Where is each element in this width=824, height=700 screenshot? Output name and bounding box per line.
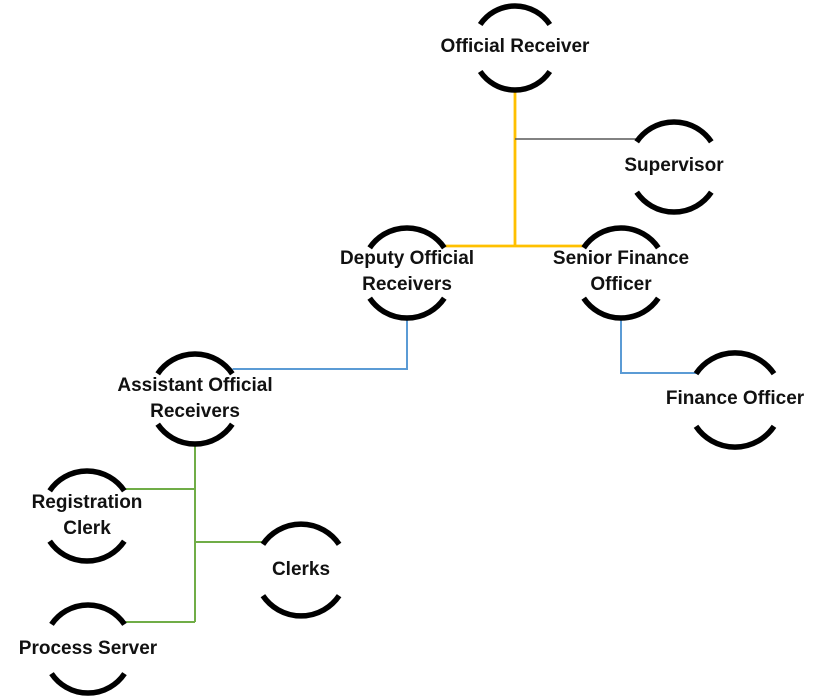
node-label: Official Receiver	[440, 36, 590, 57]
node-official-receiver: Official Receiver	[441, 34, 590, 60]
circle-top-arc	[47, 468, 127, 493]
node-label-line-2: Receivers	[150, 401, 240, 422]
circle-bottom-arc	[155, 422, 235, 447]
connector-senior-finance-finance-officer	[620, 318, 697, 374]
node-registration-clerk: Registration Clerk	[32, 490, 143, 542]
node-ring-clerks	[260, 521, 342, 619]
connector-deputy-assistant	[232, 318, 408, 370]
node-label: Finance Officer	[665, 388, 805, 409]
node-label-line-2: Officer	[590, 274, 652, 295]
node-ring-supervisor	[634, 119, 714, 215]
circle-bottom-arc	[634, 190, 714, 215]
circle-top-arc	[260, 521, 342, 546]
node-label-line-1: Senior Finance	[552, 248, 690, 269]
circle-bottom-arc	[47, 539, 127, 564]
node-label: Supervisor	[624, 155, 724, 176]
node-label: Process Server	[18, 638, 158, 659]
circle-bottom-arc	[581, 296, 661, 321]
node-deputy-official-receivers: Deputy Official Receivers	[340, 246, 474, 298]
node-ring-official-receiver	[477, 3, 553, 93]
node-ring-finance-officer	[693, 350, 777, 450]
node-ring-assistant-official-receivers	[155, 351, 235, 447]
node-label-line-1: Registration	[31, 492, 143, 513]
circle-top-arc	[367, 225, 447, 250]
node-clerks: Clerks	[272, 557, 330, 583]
circle-top-arc	[155, 351, 235, 376]
circle-top-arc	[477, 3, 553, 27]
node-ring-registration-clerk	[47, 468, 127, 564]
node-label-line-1: Assistant Official	[117, 375, 273, 396]
circle-bottom-arc	[49, 671, 127, 696]
circle-bottom-arc	[477, 69, 553, 93]
circle-bottom-arc	[693, 424, 777, 450]
node-finance-officer: Finance Officer	[666, 386, 804, 412]
circle-top-arc	[581, 225, 661, 250]
node-process-server: Process Server	[19, 636, 157, 662]
node-label-line-2: Clerk	[63, 518, 111, 539]
node-ring-process-server	[49, 602, 127, 696]
circle-bottom-arc	[260, 594, 342, 619]
node-label-line-2: Receivers	[362, 274, 452, 295]
node-ring-deputy-official-receivers	[367, 225, 447, 321]
node-assistant-official-receivers: Assistant Official Receivers	[117, 373, 272, 425]
node-label: Clerks	[271, 559, 331, 580]
circle-top-arc	[49, 602, 127, 627]
node-senior-finance-officer: Senior Finance Officer	[553, 246, 689, 298]
circle-bottom-arc	[367, 296, 447, 321]
node-label-line-1: Deputy Official	[339, 248, 475, 269]
circle-top-arc	[634, 119, 714, 144]
node-supervisor: Supervisor	[624, 153, 723, 179]
node-ring-senior-finance-officer	[581, 225, 661, 321]
circle-top-arc	[693, 350, 777, 376]
